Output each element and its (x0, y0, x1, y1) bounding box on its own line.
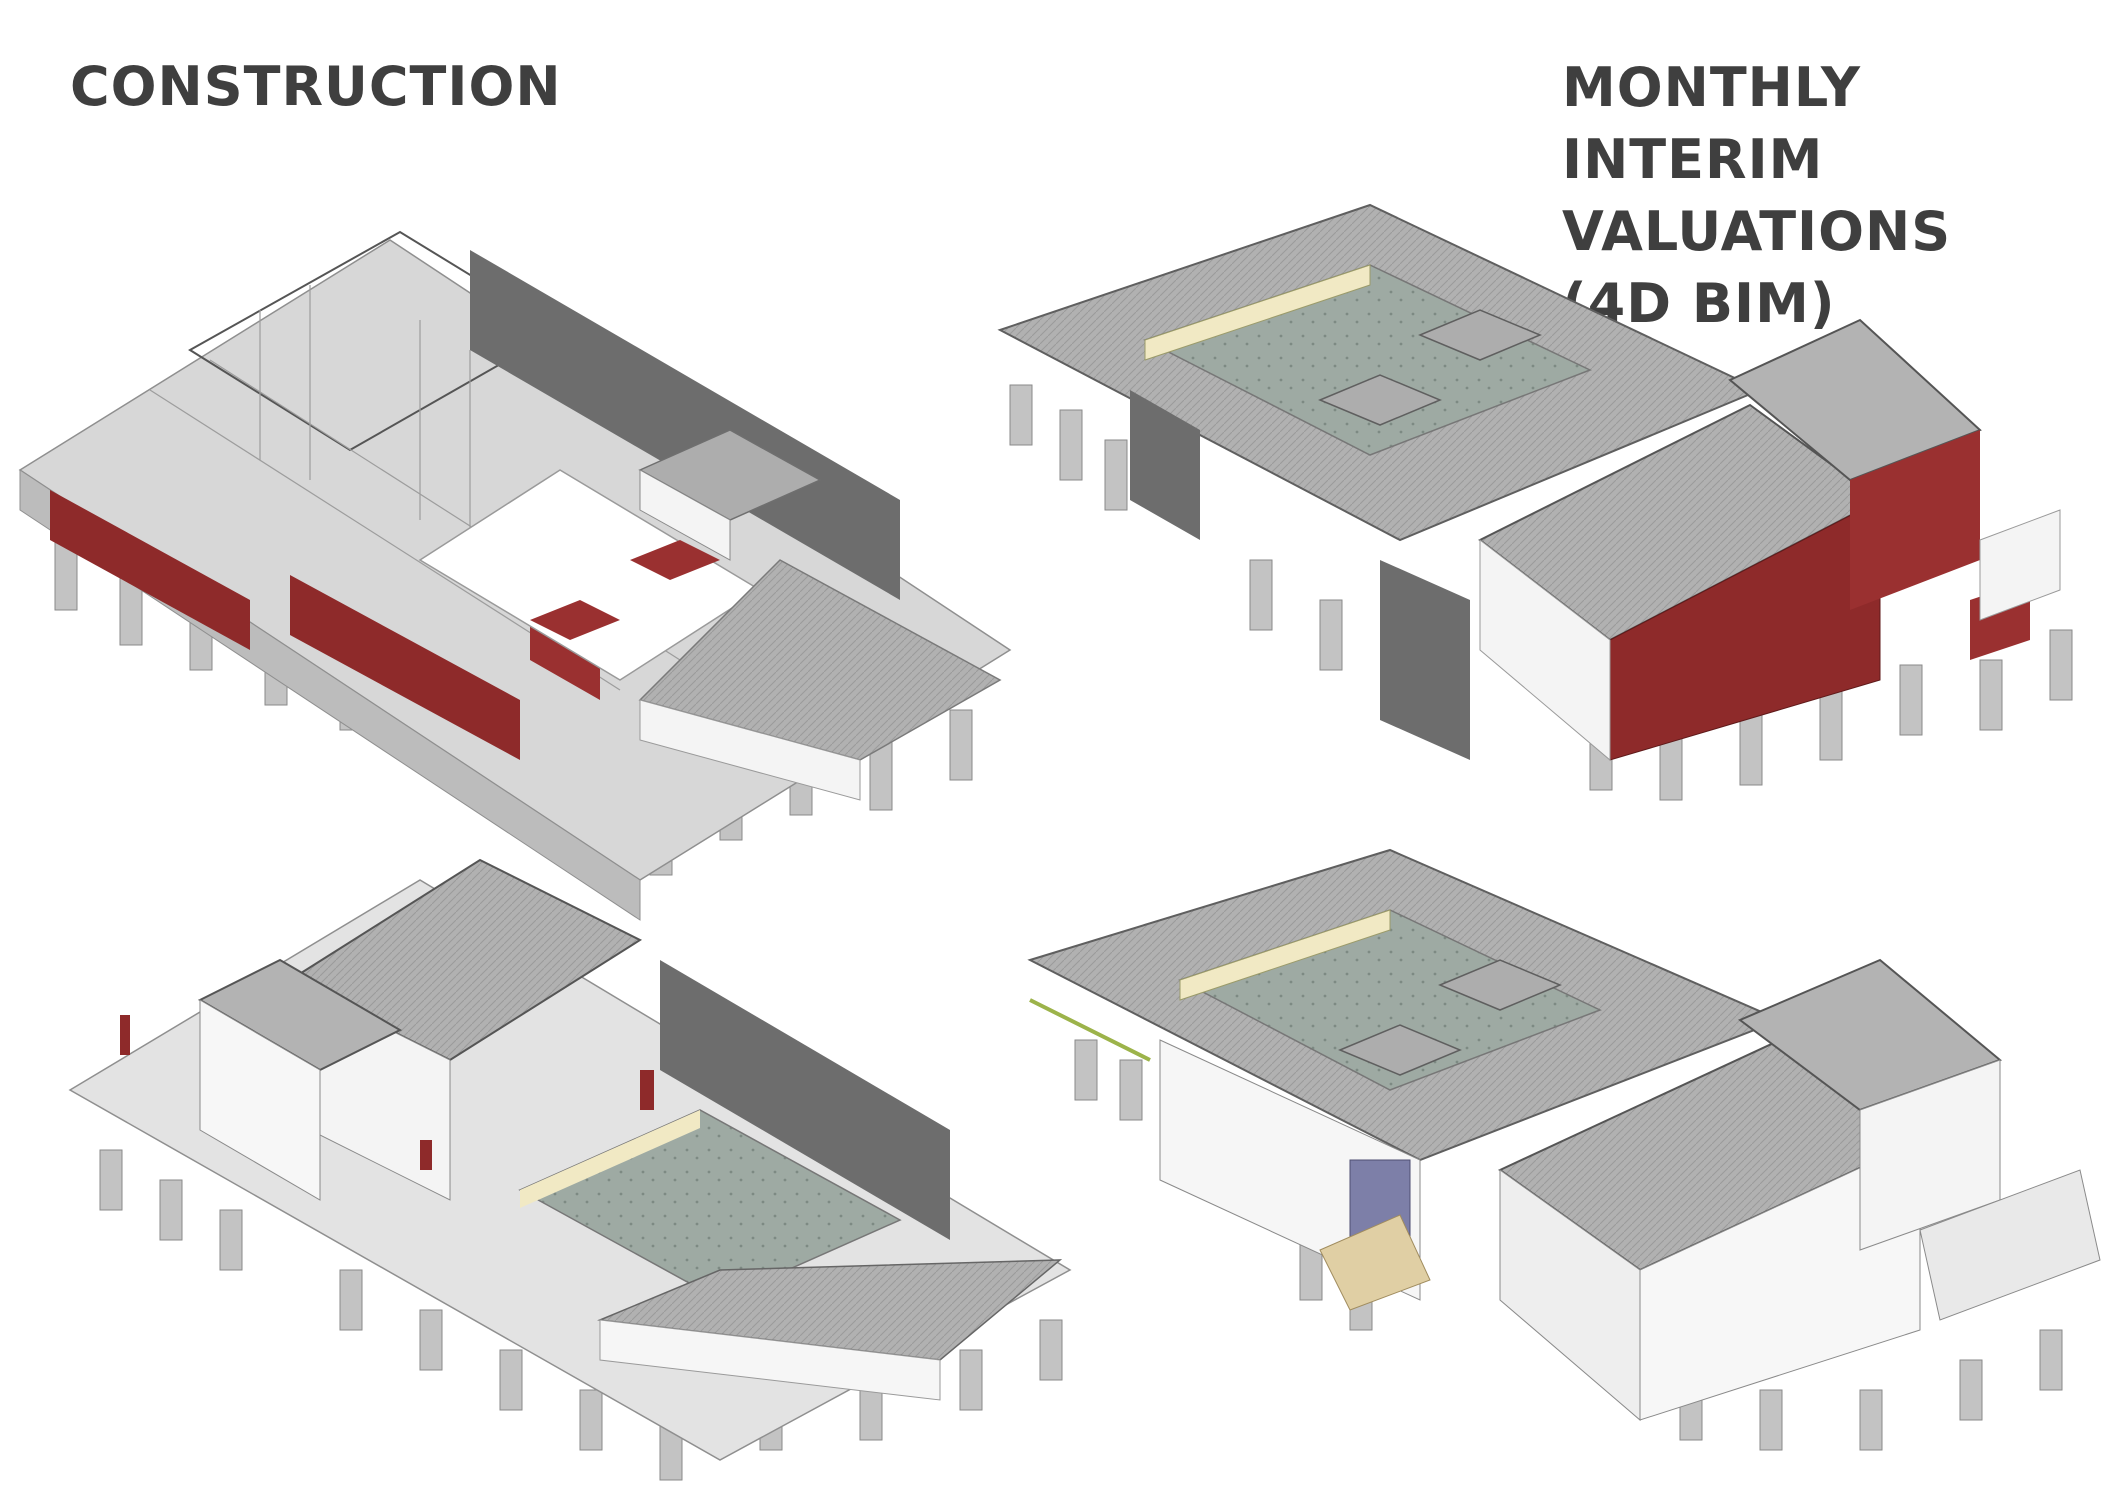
page-title-construction: CONSTRUCTION (70, 55, 562, 118)
model-4-glazing-band (1179, 909, 1391, 1001)
model-4-entrance-stairs (1319, 1214, 1431, 1311)
model-2-inner-box-2 (1418, 309, 1542, 361)
model-4-hall-side (1499, 1169, 1641, 1422)
model-2-tower-red (1850, 430, 1980, 610)
model-1-red-cladding-c (530, 620, 600, 700)
model-1-red-box-1 (530, 600, 620, 640)
model-3-red-trim-3 (420, 1140, 432, 1170)
model-1-raised-wall (639, 469, 731, 561)
model-4-inner-box-2 (1438, 959, 1562, 1011)
model-3-red-trim-1 (120, 1015, 130, 1055)
model-1-wing-wall (639, 699, 861, 801)
model-2-dark-wall-b (1380, 560, 1470, 760)
model-finished-stage (1027, 848, 2101, 1451)
model-1-red-cladding-a (50, 490, 250, 650)
valuations-title-line-2: VALUATIONS (1562, 200, 1952, 263)
model-2-white-annex (1979, 509, 2061, 621)
model-4-annex (1919, 1169, 2101, 1321)
model-1-dark-wall (470, 250, 900, 600)
model-1-red-box-2 (630, 540, 720, 580)
model-3-dark-wall (660, 960, 950, 1240)
model-roof-stage (997, 203, 2073, 801)
model-4-inner-box-1 (1338, 1024, 1462, 1076)
valuations-title-line-1: MONTHLY INTERIM (1562, 56, 1861, 191)
model-3-glazing-band (520, 1110, 700, 1208)
model-3-red-trim-2 (640, 1070, 654, 1110)
model-structure-stage (18, 230, 1012, 921)
model-3-columns (99, 1149, 1063, 1481)
model-4-green-trim (1029, 998, 1151, 1062)
model-3-perimeter-wall (599, 1319, 941, 1401)
model-1-red-cladding-b (290, 575, 520, 760)
model-2-inner-box-1 (1318, 374, 1442, 426)
model-envelope-stage (68, 858, 1072, 1481)
model-2-hall-wall-white (1479, 538, 1611, 762)
model-2-dark-wall-a (1130, 390, 1200, 540)
model-2-glazing-band (1144, 264, 1371, 361)
model-3-tower-wall (199, 999, 321, 1201)
model-2-columns (1009, 384, 2073, 801)
